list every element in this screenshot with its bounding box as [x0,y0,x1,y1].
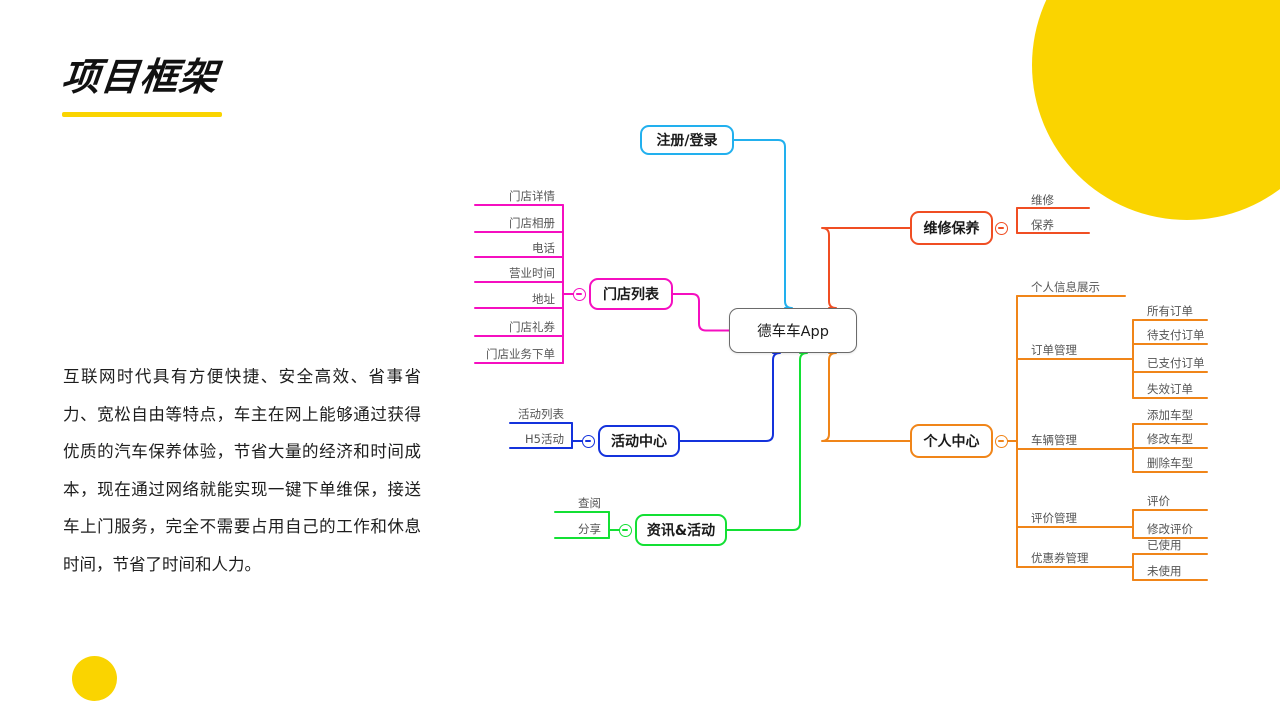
mindmap-leaf-store-0[interactable]: 门店详情 [509,188,555,203]
mindmap-node-store-list[interactable]: 门店列表 [589,278,673,310]
mindmap-leaf-activity-0[interactable]: 活动列表 [518,406,564,421]
mindmap-leaf-profile-1-1[interactable]: 待支付订单 [1147,328,1205,342]
title-underline-rule [62,112,222,117]
mindmap-leaf-activity-1[interactable]: H5活动 [525,431,564,446]
mindmap-leaf-profile-1-0[interactable]: 所有订单 [1147,304,1193,318]
mindmap-leaf-profile-2-2[interactable]: 删除车型 [1147,456,1193,470]
collapse-toggle-activity-center[interactable] [581,434,595,448]
mindmap-node-register-login[interactable]: 注册/登录 [640,125,734,155]
collapse-toggle-profile-center[interactable] [994,434,1008,448]
mindmap-leaf-profile-4-0[interactable]: 已使用 [1147,538,1182,552]
mindmap-node-maintenance[interactable]: 维修保养 [910,211,993,245]
collapse-toggle-news-activity[interactable] [618,523,632,537]
minus-glyph [622,529,628,531]
mindmap-node-profile-sub-1[interactable]: 订单管理 [1031,343,1077,357]
mindmap-node-profile-sub-4[interactable]: 优惠券管理 [1031,551,1089,565]
mindmap-leaf-store-6[interactable]: 门店业务下单 [486,346,555,361]
mindmap-node-profile-center[interactable]: 个人中心 [910,424,993,458]
mindmap-leaf-profile-2-1[interactable]: 修改车型 [1147,432,1193,446]
mindmap-leaf-store-1[interactable]: 门店相册 [509,215,555,230]
minus-glyph [576,293,582,295]
mindmap-leaf-profile-1-2[interactable]: 已支付订单 [1147,356,1205,370]
mindmap-connectors [474,139,1208,581]
minus-glyph [585,440,591,442]
page-title: 项目框架 [59,55,221,99]
minus-glyph [998,440,1004,442]
minus-glyph [998,227,1004,229]
mindmap-node-profile-sub-3[interactable]: 评价管理 [1031,511,1077,525]
body-paragraph: 互联网时代具有方便快捷、安全高效、省事省力、宽松自由等特点，车主在网上能够通过获… [63,367,421,575]
mindmap-leaf-profile-3-0[interactable]: 评价 [1147,494,1170,508]
mindmap-leaf-maintenance-0[interactable]: 维修 [1031,192,1054,207]
mindmap-leaf-maintenance-1[interactable]: 保养 [1031,217,1054,232]
title-block: 项目框架 [59,55,222,117]
mindmap-root-node[interactable]: 德车车App [729,308,857,353]
mindmap-leaf-profile-1-3[interactable]: 失效订单 [1147,382,1193,396]
mindmap-leaf-news-1[interactable]: 分享 [578,521,601,536]
decorative-circle-bottom-left [72,656,117,701]
mindmap-leaf-store-3[interactable]: 营业时间 [509,265,555,280]
mindmap-leaf-profile-4-1[interactable]: 未使用 [1147,564,1182,578]
mindmap-leaf-store-2[interactable]: 电话 [532,240,555,255]
mindmap-leaf-store-5[interactable]: 门店礼券 [509,319,555,334]
mindmap-node-news-activity[interactable]: 资讯&活动 [635,514,727,546]
mindmap-node-profile-sub-0[interactable]: 个人信息展示 [1031,280,1100,294]
mindmap-leaf-news-0[interactable]: 查阅 [578,495,601,510]
mindmap-leaf-store-4[interactable]: 地址 [532,291,555,306]
mindmap-leaf-profile-3-1[interactable]: 修改评价 [1147,522,1193,536]
collapse-toggle-store-list[interactable] [572,287,586,301]
mindmap-node-activity-center[interactable]: 活动中心 [598,425,680,457]
collapse-toggle-maintenance[interactable] [994,221,1008,235]
mindmap-leaf-profile-2-0[interactable]: 添加车型 [1147,408,1193,422]
mindmap-node-profile-sub-2[interactable]: 车辆管理 [1031,433,1077,447]
